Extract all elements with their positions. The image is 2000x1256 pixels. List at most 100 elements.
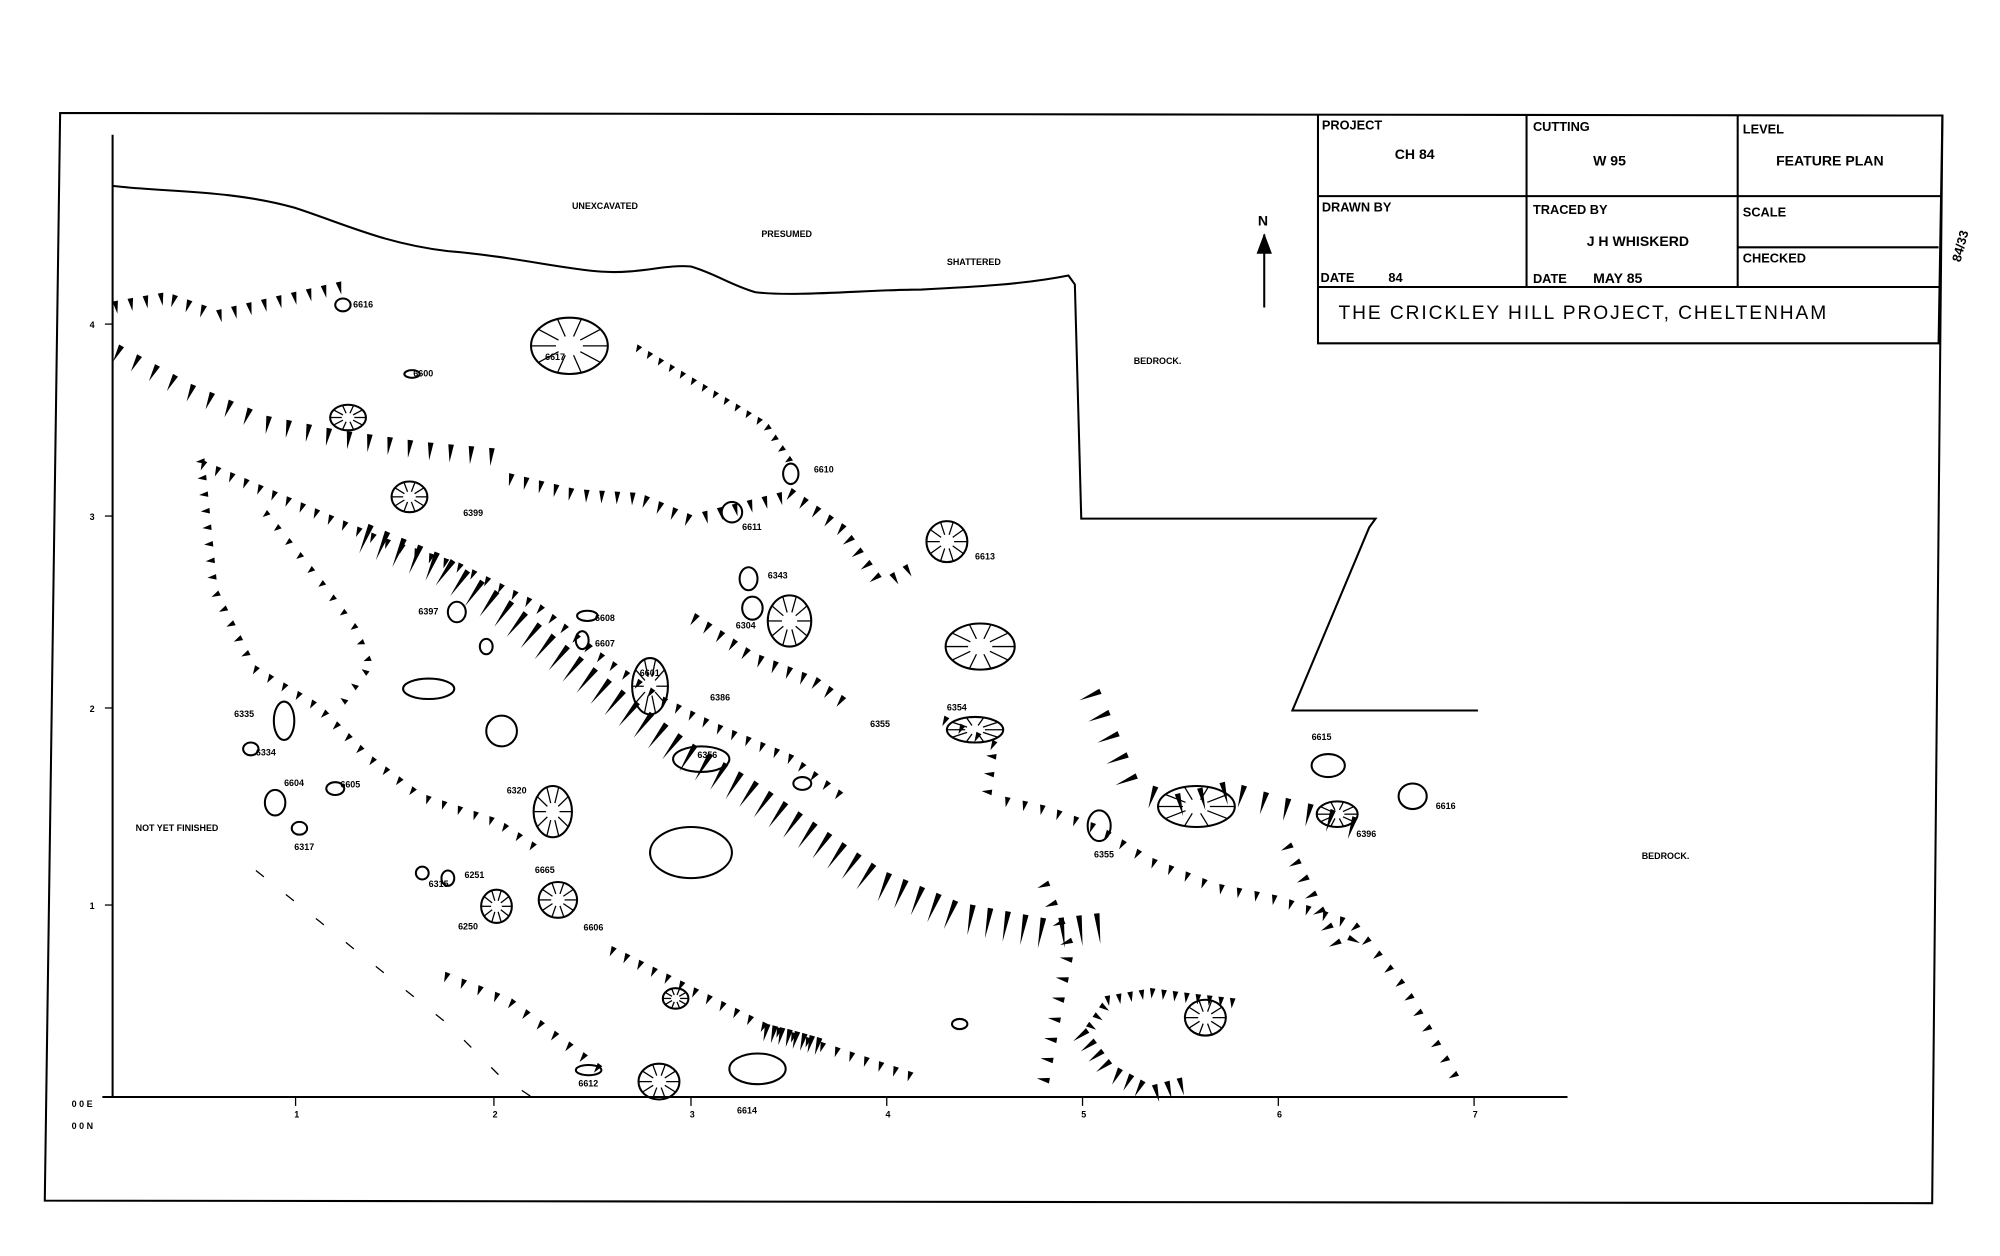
feature-outline (325, 781, 346, 797)
feature-outline (290, 820, 309, 836)
hachure-mark (1339, 916, 1346, 927)
feature-radial-line (1330, 801, 1336, 811)
hachure-mark (1237, 784, 1248, 808)
hachure-mark (228, 472, 236, 483)
hachure-mark (568, 487, 575, 501)
feature-radial-line (965, 717, 973, 726)
feature-radial-line (782, 596, 788, 613)
hachure-mark (836, 694, 847, 707)
hachure-mark (489, 816, 495, 826)
hachure-mark (257, 484, 264, 495)
hachure-mark (1172, 991, 1179, 1002)
hachure-mark (448, 444, 454, 463)
feature-radial-line (791, 596, 797, 613)
site-title: THE CRICKLEY HILL PROJECT, CHELTENHAM (1338, 303, 1828, 324)
x-tick-label: 2 (493, 1109, 498, 1119)
feature-radial-line (1320, 806, 1332, 813)
feature-radial-line (660, 1087, 666, 1099)
feature-radial-line (1206, 1023, 1213, 1035)
origin-n-label: 0 0 N (72, 1121, 93, 1131)
hachure-mark (785, 666, 794, 680)
feature-radial-line (635, 669, 646, 681)
feature-radial-line (795, 625, 808, 637)
feature-radial-line (410, 482, 416, 492)
hachure-mark (889, 571, 899, 585)
hachure-mark (195, 458, 206, 464)
hachure-mark (1322, 910, 1329, 922)
x-tick-label: 3 (690, 1109, 695, 1119)
feature-outline (576, 609, 599, 622)
feature-outline (272, 700, 296, 741)
project-value: CH 84 (1395, 146, 1435, 162)
hachure-mark (1002, 910, 1011, 942)
hachure-mark (275, 295, 282, 309)
feature-radial-line (664, 1070, 676, 1079)
hachure-mark (529, 841, 537, 851)
hachure-mark (370, 532, 377, 544)
feature-radial-line (551, 905, 557, 918)
feature-radial-line (1165, 810, 1186, 820)
hachure-mark (332, 721, 341, 730)
feature-radial-line (562, 903, 574, 911)
feature-radial-line (542, 888, 553, 897)
feature-radial-line (538, 328, 559, 341)
feature-radial-line (538, 351, 559, 363)
hachure-mark (635, 344, 643, 353)
hachure-mark (1080, 1038, 1097, 1052)
hachure-mark (450, 569, 471, 597)
feature-outline (403, 369, 421, 379)
feature-labels: 6616 6600 6617 6610 6611 6613 6399 6343 … (234, 299, 1455, 1115)
hachure-mark (1384, 964, 1395, 973)
feature-outlines (242, 297, 1428, 1101)
hachure-mark (1430, 1039, 1442, 1048)
feature-outline (574, 630, 590, 651)
hachure-mark (986, 754, 997, 760)
hachure-mark (470, 569, 478, 580)
hachure-mark (656, 501, 665, 515)
hachure-mark (1047, 1017, 1061, 1024)
feature-radial-line (795, 605, 808, 617)
feature-radial-line (410, 501, 416, 512)
feature-radial-line (536, 816, 548, 828)
hachure-mark (477, 985, 484, 996)
hachure-mark (609, 661, 618, 672)
hachure-mark (842, 534, 855, 545)
feature-radial-line (771, 625, 784, 637)
feature-outline (1086, 809, 1112, 843)
hachure-mark (305, 288, 312, 302)
hachure-mark (745, 735, 752, 747)
hachure-mark (1073, 815, 1080, 827)
feature-outline (782, 462, 800, 486)
hachure-mark (214, 465, 222, 477)
hachure-mark (515, 832, 523, 842)
hachure-mark (642, 495, 651, 509)
hachure-mark (1151, 1083, 1160, 1102)
hachure-mark (387, 436, 393, 455)
hachure-mark (1149, 987, 1156, 999)
hachure-mark (785, 1028, 793, 1047)
x-tick-label: 7 (1473, 1109, 1478, 1119)
hachure-mark (609, 945, 617, 957)
hachure-mark (1347, 934, 1360, 944)
hachure-mark (1115, 773, 1138, 786)
feature-radial-line (551, 882, 557, 895)
hachure-mark (800, 1032, 808, 1051)
hachure-mark (668, 364, 676, 373)
feature-radial-line (1342, 816, 1354, 823)
hachure-mark (768, 801, 789, 828)
feature-label: 6315 (429, 879, 449, 889)
hachure-mark (1254, 891, 1260, 902)
hachure-mark (443, 557, 450, 569)
hachure-mark (309, 699, 317, 709)
hachure-mark (776, 492, 783, 506)
hachure-mark (1086, 1021, 1097, 1030)
feature-radial-line (1188, 1006, 1200, 1015)
feature-radial-line (1165, 793, 1186, 803)
hachure-mark (501, 822, 510, 832)
hachure-mark (479, 589, 500, 617)
hachure-mark (1236, 887, 1243, 899)
hachure-mark (205, 557, 215, 564)
bedrock-label-1: BEDROCK. (1134, 356, 1182, 366)
hachure-mark (285, 537, 293, 545)
hachure-mark (1089, 822, 1097, 833)
